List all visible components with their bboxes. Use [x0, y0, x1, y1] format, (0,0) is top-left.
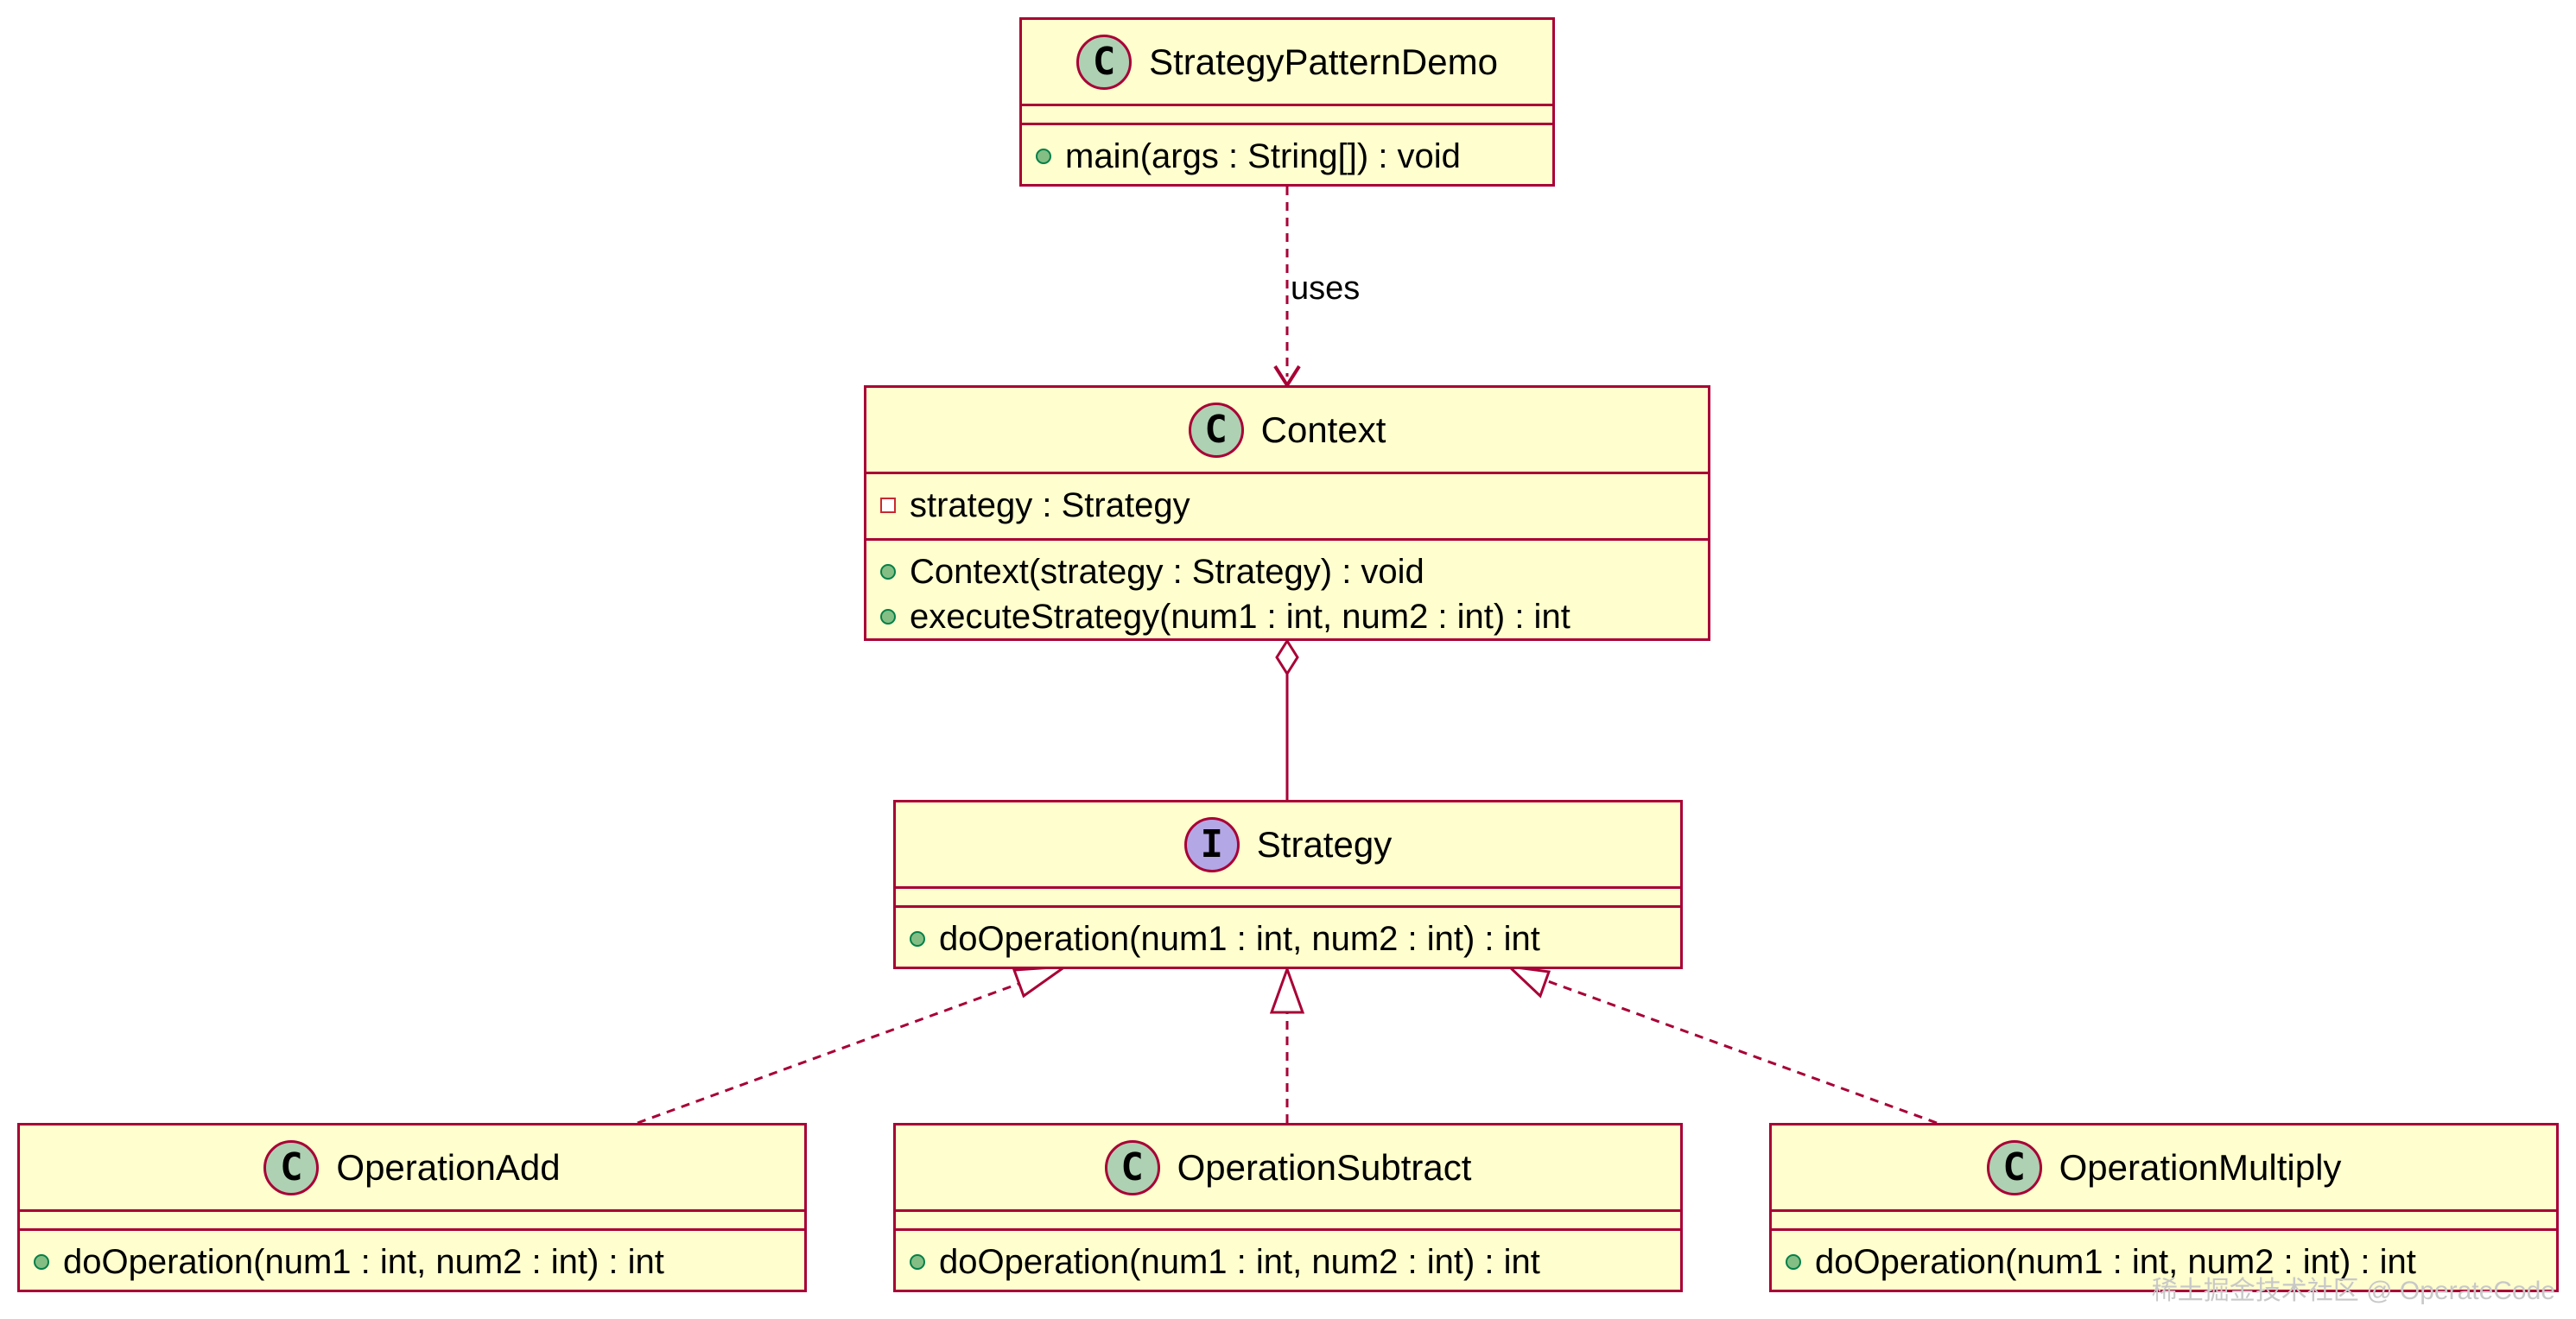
class-name: OperationMultiply	[2059, 1146, 2342, 1188]
methods-section: Context(strategy : Strategy) : void exec…	[866, 538, 1708, 646]
interface-stereotype-icon: I	[1183, 816, 1240, 872]
method-signature: doOperation(num1 : int, num2 : int) : in…	[939, 919, 1540, 958]
class-context[interactable]: C Context strategy : Strategy Context(st…	[864, 385, 1710, 641]
fields-section	[896, 1209, 1680, 1228]
class-operationsubtract[interactable]: C OperationSubtract doOperation(num1 : i…	[893, 1123, 1683, 1292]
class-name: OperationSubtract	[1177, 1146, 1472, 1188]
class-name: Strategy	[1256, 823, 1393, 865]
class-operationadd[interactable]: C OperationAdd doOperation(num1 : int, n…	[17, 1123, 807, 1292]
fields-section	[20, 1209, 804, 1228]
methods-section: doOperation(num1 : int, num2 : int) : in…	[1772, 1228, 2556, 1291]
fields-section	[896, 886, 1680, 905]
public-visibility-icon	[910, 1254, 925, 1270]
class-stereotype-icon: C	[263, 1139, 320, 1195]
class-stereotype-icon: C	[1188, 402, 1244, 458]
realization-multiply-triangle	[1505, 964, 1551, 999]
public-visibility-icon	[880, 564, 896, 580]
realization-multiply-line	[1528, 973, 1938, 1125]
method-row: executeStrategy(num1 : int, num2 : int) …	[880, 594, 1708, 639]
fields-section	[1772, 1209, 2556, 1228]
class-name: StrategyPatternDemo	[1149, 41, 1498, 82]
class-stereotype-icon: C	[1986, 1139, 2042, 1195]
public-visibility-icon	[880, 609, 896, 625]
class-header: C Context	[866, 388, 1708, 472]
class-operationmultiply[interactable]: C OperationMultiply doOperation(num1 : i…	[1769, 1123, 2559, 1292]
private-visibility-icon	[880, 498, 896, 513]
class-stereotype-icon: C	[1076, 34, 1133, 90]
attribute-signature: strategy : Strategy	[910, 485, 1190, 524]
class-header: C OperationMultiply	[1772, 1126, 2556, 1209]
class-name: OperationAdd	[336, 1146, 561, 1188]
class-header: C OperationSubtract	[896, 1126, 1680, 1209]
methods-section: main(args : String[]) : void	[1022, 123, 1552, 186]
class-header: C OperationAdd	[20, 1126, 804, 1209]
method-signature: Context(strategy : Strategy) : void	[910, 552, 1424, 591]
aggregation-diamond	[1275, 638, 1299, 676]
realization-add-triangle	[1012, 965, 1070, 999]
public-visibility-icon	[910, 931, 925, 947]
realization-add-line	[637, 969, 1055, 1125]
method-signature: doOperation(num1 : int, num2 : int) : in…	[63, 1242, 664, 1281]
method-signature: doOperation(num1 : int, num2 : int) : in…	[1815, 1242, 2416, 1281]
uses-label: uses	[1291, 270, 1360, 307]
realization-subtract-triangle	[1269, 965, 1305, 1014]
class-header: C StrategyPatternDemo	[1022, 20, 1552, 104]
method-row: doOperation(num1 : int, num2 : int) : in…	[910, 916, 1680, 961]
public-visibility-icon	[34, 1254, 49, 1270]
class-stereotype-icon: C	[1104, 1139, 1160, 1195]
method-row: doOperation(num1 : int, num2 : int) : in…	[34, 1240, 804, 1284]
method-row: doOperation(num1 : int, num2 : int) : in…	[910, 1240, 1680, 1284]
method-signature: doOperation(num1 : int, num2 : int) : in…	[939, 1242, 1540, 1281]
fields-section	[1022, 104, 1552, 123]
method-row: main(args : String[]) : void	[1036, 134, 1552, 179]
public-visibility-icon	[1036, 149, 1051, 164]
methods-section: doOperation(num1 : int, num2 : int) : in…	[896, 1228, 1680, 1291]
attribute-row: strategy : Strategy	[880, 483, 1708, 528]
method-row: Context(strategy : Strategy) : void	[880, 549, 1708, 594]
methods-section: doOperation(num1 : int, num2 : int) : in…	[20, 1228, 804, 1291]
method-signature: executeStrategy(num1 : int, num2 : int) …	[910, 597, 1570, 636]
class-name: Context	[1260, 409, 1386, 450]
method-signature: main(args : String[]) : void	[1065, 136, 1461, 175]
interface-strategy[interactable]: I Strategy doOperation(num1 : int, num2 …	[893, 800, 1683, 969]
method-row: doOperation(num1 : int, num2 : int) : in…	[1786, 1240, 2556, 1284]
watermark-text: 稀土掘金技术社区 @ OperateCode	[2151, 1277, 2555, 1305]
class-header: I Strategy	[896, 802, 1680, 886]
methods-section: doOperation(num1 : int, num2 : int) : in…	[896, 905, 1680, 968]
public-visibility-icon	[1786, 1254, 1801, 1270]
fields-section: strategy : Strategy	[866, 472, 1708, 538]
class-strategypatterndemo[interactable]: C StrategyPatternDemo main(args : String…	[1019, 17, 1555, 187]
